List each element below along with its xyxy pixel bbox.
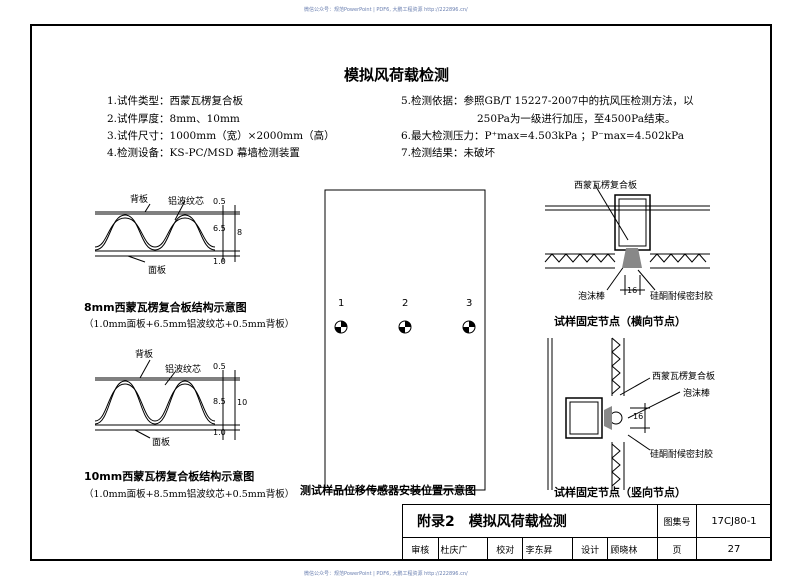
label-face-8: 面板 bbox=[148, 266, 167, 276]
page-label: 页 bbox=[657, 537, 697, 561]
caption-8mm: 8mm西蒙瓦楞复合板结构示意图 bbox=[84, 301, 247, 314]
design-label: 设计 bbox=[571, 537, 609, 561]
title-block: 附录2 模拟风荷载检测 图集号 17CJ80-1 审核 杜庆广 校对 李东昇 设… bbox=[402, 504, 772, 561]
sensor-number: 2 bbox=[402, 298, 409, 309]
dim-label: 6.5 bbox=[213, 224, 226, 233]
info-item: 7.检测结果：未破坏 bbox=[401, 147, 496, 159]
caption-node-v: 试样固定节点（竖向节点） bbox=[554, 486, 686, 499]
dim-label: 16 bbox=[633, 412, 644, 421]
sensor-mark bbox=[398, 320, 412, 334]
sensor-number: 1 bbox=[338, 298, 345, 309]
dim-label: 1.0 bbox=[213, 257, 226, 266]
page-title: 模拟风荷载检测 bbox=[344, 66, 450, 84]
dim-label: 0.5 bbox=[213, 362, 226, 371]
label-core-8: 铝波纹芯 bbox=[168, 197, 205, 207]
label-back-10: 背板 bbox=[135, 350, 154, 360]
node-vertical-drawing bbox=[547, 337, 681, 490]
review-label: 审核 bbox=[402, 537, 439, 561]
info-item: 250Pa为一级进行加压，至4500Pa结束。 bbox=[477, 113, 676, 125]
watermark-top: 微信公众号：规范PowerPoint | PDF6, 大鹏工程资源 http:/… bbox=[304, 7, 468, 13]
info-item: 4.检测设备：KS-PC/MSD 幕墙检测装置 bbox=[107, 147, 300, 159]
caption-10mm: 10mm西蒙瓦楞复合板结构示意图 bbox=[84, 470, 255, 483]
check-label: 校对 bbox=[486, 537, 524, 561]
dim-label: 1.0 bbox=[213, 428, 226, 437]
panel-10mm-drawing bbox=[94, 359, 240, 440]
panel-8mm-drawing bbox=[94, 200, 240, 263]
subcaption-10mm: （1.0mm面板+8.5mm铝波纹芯+0.5mm背板） bbox=[84, 489, 295, 500]
caption-sensor: 测试样品位移传感器安装位置示意图 bbox=[300, 484, 476, 497]
info-item: 6.最大检测压力：P⁺max=4.503kPa ；P⁻max=4.502kPa bbox=[401, 130, 684, 142]
caption-node-h: 试样固定节点（横向节点） bbox=[554, 315, 686, 328]
label-face-10: 面板 bbox=[152, 438, 171, 448]
info-item: 2.试件厚度：8mm、10mm bbox=[107, 113, 240, 125]
label-foam-h: 泡沫棒 bbox=[578, 292, 606, 302]
label-panel-v: 西蒙瓦楞复合板 bbox=[652, 372, 716, 382]
subcaption-8mm: （1.0mm面板+6.5mm铝波纹芯+0.5mm背板） bbox=[84, 319, 295, 330]
specimen-rect bbox=[324, 189, 486, 491]
info-item: 1.试件类型：西蒙瓦楞复合板 bbox=[107, 95, 244, 107]
dim-label: 16 bbox=[627, 286, 638, 295]
dim-label: 8.5 bbox=[213, 397, 226, 406]
info-item: 3.试件尺寸：1000mm（宽）×2000mm（高） bbox=[107, 130, 335, 142]
node-horizontal-drawing bbox=[544, 184, 710, 295]
dim-label: 10 bbox=[237, 398, 248, 407]
page-number: 27 bbox=[696, 537, 772, 561]
atlas-number: 17CJ80-1 bbox=[696, 504, 772, 538]
sensor-mark bbox=[462, 320, 476, 334]
label-seal-h: 硅酮耐候密封胶 bbox=[650, 292, 714, 302]
drawing-frame bbox=[30, 24, 772, 561]
sensor-mark bbox=[334, 320, 348, 334]
watermark-bottom: 微信公众号：规范PowerPoint | PDF6, 大鹏工程资源 http:/… bbox=[304, 571, 468, 577]
sensor-number: 3 bbox=[466, 298, 473, 309]
info-item: 5.检测依据：参照GB/T 15227-2007中的抗风压检测方法，以 bbox=[401, 95, 694, 107]
label-foam-v: 泡沫棒 bbox=[683, 389, 711, 399]
reviewer: 杜庆广 bbox=[437, 537, 488, 561]
label-seal-v: 硅酮耐候密封胶 bbox=[650, 450, 714, 460]
title-block-title: 附录2 模拟风荷载检测 bbox=[402, 504, 658, 538]
label-panel-h: 西蒙瓦楞复合板 bbox=[574, 181, 638, 191]
label-core-10: 铝波纹芯 bbox=[165, 365, 202, 375]
dim-label: 0.5 bbox=[213, 197, 226, 206]
checker: 李东昇 bbox=[522, 537, 573, 561]
designer: 顾晓林 bbox=[607, 537, 658, 561]
dim-label: 8 bbox=[237, 228, 243, 237]
label-back-8: 背板 bbox=[130, 195, 149, 205]
atlas-label: 图集号 bbox=[657, 504, 697, 538]
